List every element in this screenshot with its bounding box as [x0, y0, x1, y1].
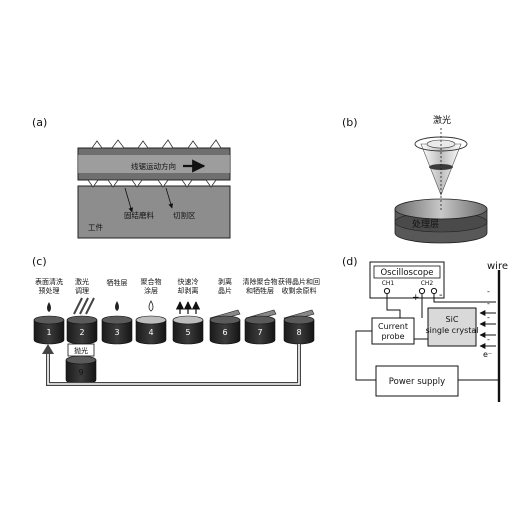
step-number: 8 — [296, 328, 301, 337]
electron-label: e⁻ — [483, 350, 492, 359]
step-5-label-line-2: 却剥离 — [178, 286, 199, 295]
ch1-terminal — [383, 287, 391, 295]
polish-number: 9 — [78, 368, 83, 377]
step-5-label-line-1: 快速冷 — [178, 277, 199, 286]
panel-a: (a) 线锯运动方向 固结磨料 切割区 工件 — [32, 116, 231, 239]
oscilloscope-label: Oscilloscope — [380, 268, 433, 278]
sic-label-line-2: single crystal — [425, 326, 478, 335]
step-1-label-line-1: 表面清洗 — [35, 277, 63, 286]
step-number: 7 — [257, 328, 262, 337]
ch2-plus-terminal — [418, 287, 426, 295]
step-number: 4 — [148, 328, 153, 337]
step-cylinder-top — [33, 315, 65, 325]
cooling-arrows-icon — [175, 301, 201, 314]
plus-sign: + — [412, 293, 420, 303]
cut-zone-pointer — [165, 187, 174, 209]
panel-b-label: (b) — [342, 116, 358, 129]
workpiece-block — [77, 185, 231, 239]
process-step-4: 4 — [135, 315, 167, 345]
step-cylinder-body — [283, 319, 315, 345]
charge-dash-4: - — [487, 335, 490, 344]
process-step-5: 5 — [172, 315, 204, 345]
wire-label: wire — [487, 261, 508, 272]
step-7-label-line-1: 清除聚合物 — [243, 277, 278, 286]
abrasive-label: 固结磨料 — [124, 210, 154, 220]
step-2-label-line-1: 激光 — [75, 277, 89, 286]
step-cylinder-top — [283, 315, 315, 325]
abrasive-pointer — [124, 187, 134, 213]
step-4-label-line-1: 聚合物 — [141, 277, 162, 286]
process-step-3: 3 — [101, 315, 133, 345]
step-7-label-line-2: 和牺牲层 — [246, 286, 274, 295]
step-number: 6 — [222, 328, 227, 337]
step-cylinder-body — [172, 319, 204, 345]
process-step-8: 8 — [283, 315, 315, 345]
charge-dash-3: - — [487, 313, 490, 322]
wire-direction-label: 线锯运动方向 — [131, 161, 176, 171]
panel-d: (d) Oscilloscope CH1 CH2 + - Current pro… — [342, 255, 508, 402]
process-step-1: 1 — [33, 315, 65, 345]
step-4-label-line-2: 涂层 — [144, 286, 158, 295]
step-cylinder-top — [172, 315, 204, 325]
step-2-label-line-2: 调理 — [75, 286, 89, 295]
ch2-minus-terminal — [430, 287, 438, 295]
step-cylinder-body — [209, 319, 241, 345]
panel-c-label: (c) — [32, 255, 47, 268]
step-cylinder-top — [135, 315, 167, 325]
ch2-label: CH2 — [421, 280, 434, 287]
power-supply-label: Power supply — [389, 377, 445, 387]
ch1-label: CH1 — [382, 280, 395, 287]
current-probe-box — [371, 317, 415, 345]
step-number: 5 — [185, 328, 190, 337]
step-cylinder-body — [33, 319, 65, 345]
workpiece-label: 工件 — [88, 222, 103, 232]
polymer-drop-icon — [148, 300, 154, 312]
recycle-arrowhead — [42, 344, 54, 354]
step-8-label-line-2: 收剩余原料 — [282, 286, 317, 295]
step-6-label-line-2: 晶片 — [218, 286, 232, 295]
electron-flow-arrows — [479, 310, 496, 349]
step-cylinder-body — [244, 319, 276, 345]
step-cylinder-top — [66, 315, 98, 325]
sacrificial-drop-icon — [115, 301, 119, 311]
step-cylinder-top — [101, 315, 133, 325]
abrasive-grains-gap — [87, 179, 217, 188]
sic-label-line-1: SiC — [446, 315, 459, 324]
panel-c: (c) 表面清洗 预处理 激光 调理 牺牲层 聚合物 涂层 快速冷 却剥离 剥离… — [32, 255, 320, 386]
step-number: 1 — [46, 328, 51, 337]
cut-zone-label: 切割区 — [173, 210, 196, 220]
minus-sign: - — [439, 290, 443, 301]
power-supply-box — [375, 365, 459, 397]
step-cylinder-body — [135, 319, 167, 345]
panel-a-label: (a) — [32, 116, 47, 129]
process-step-6: 6 — [209, 315, 241, 345]
process-step-7: 7 — [244, 315, 276, 345]
abrasive-grains-top — [91, 139, 222, 149]
charge-dash-1: - — [487, 287, 490, 296]
charge-dash-2: - — [487, 299, 490, 308]
laser-label: 激光 — [433, 114, 451, 126]
probe-label-line-1: Current — [378, 322, 408, 331]
panel-b: (b) 激光 处理层 — [342, 114, 488, 244]
step-1-label-line-2: 预处理 — [39, 286, 60, 295]
step-number: 2 — [79, 328, 84, 337]
step-cylinder-top — [244, 315, 276, 325]
polish-label: 抛光 — [74, 346, 88, 355]
step-6-label-line-1: 剥离 — [218, 277, 232, 286]
step-cylinder-top — [209, 315, 241, 325]
step-3-label-line-1: 牺牲层 — [107, 278, 128, 287]
process-step-2: 2 — [66, 315, 98, 345]
step-number: 3 — [114, 328, 119, 337]
treated-layer-label: 处理层 — [412, 218, 439, 230]
panel-d-label: (d) — [342, 255, 358, 268]
laser-beam-icon — [73, 297, 95, 315]
sic-crystal-box — [427, 307, 477, 347]
water-drop-icon — [47, 302, 51, 312]
step-8-label-line-1: 获得晶片和回 — [278, 277, 320, 286]
probe-label-line-2: probe — [381, 332, 404, 341]
step-cylinder-body — [101, 319, 133, 345]
